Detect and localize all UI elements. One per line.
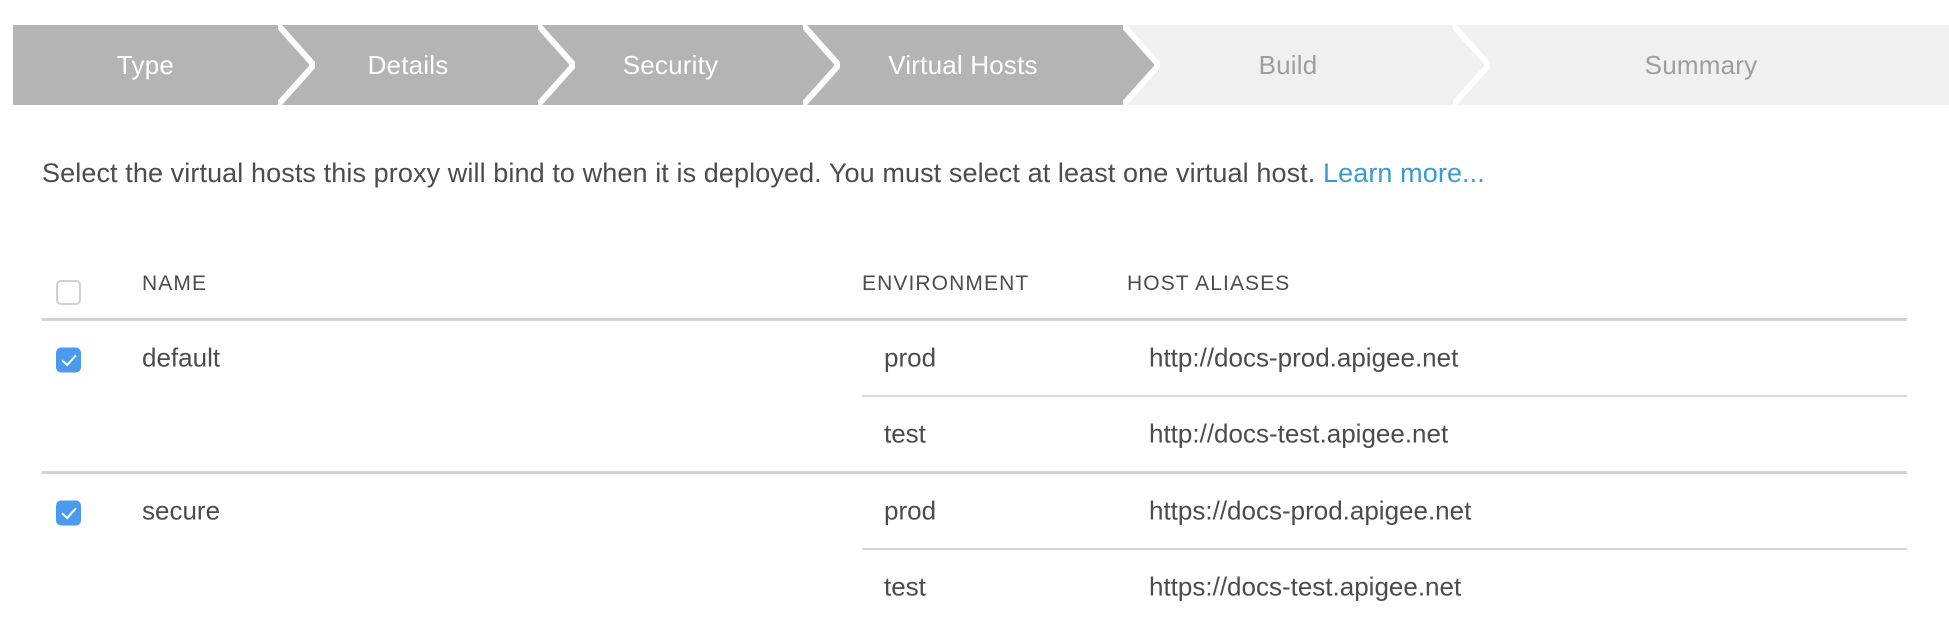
wizard-step-security[interactable]: Security — [538, 25, 840, 105]
wizard-step-virtual-hosts[interactable]: Virtual Hosts — [803, 25, 1160, 105]
column-header-name: NAME — [142, 272, 208, 295]
row-checkbox[interactable] — [56, 500, 81, 526]
table-row[interactable]: test http://docs-test.apigee.net — [42, 397, 1907, 471]
table-row[interactable]: secure prod https://docs-prod.apigee.net — [42, 474, 1907, 548]
host-alias-value: http://docs-test.apigee.net — [1149, 418, 1449, 449]
page-description: Select the virtual hosts this proxy will… — [42, 158, 1485, 189]
host-alias-value: https://docs-test.apigee.net — [1149, 571, 1462, 602]
wizard-step-label: Details — [367, 49, 449, 80]
virtual-host-name: secure — [142, 495, 221, 526]
wizard-step-label: Build — [1258, 49, 1318, 80]
table-row[interactable]: test https://docs-test.apigee.net — [42, 550, 1907, 624]
host-alias-value: https://docs-prod.apigee.net — [1149, 495, 1472, 526]
row-checkbox-wrapper[interactable] — [56, 343, 81, 374]
column-header-host-aliases: HOST ALIASES — [1127, 272, 1291, 295]
group-divider — [42, 471, 1907, 474]
row-checkbox[interactable] — [56, 347, 81, 373]
table-header-row: NAME ENVIRONMENT HOST ALIASES — [42, 272, 1907, 318]
virtual-host-group: secure prod https://docs-prod.apigee.net… — [42, 474, 1907, 624]
virtual-host-name: default — [142, 342, 221, 373]
select-all-checkbox[interactable] — [56, 280, 81, 305]
column-header-environment: ENVIRONMENT — [862, 272, 1030, 295]
environment-value: test — [884, 418, 926, 449]
learn-more-link[interactable]: Learn more... — [1322, 158, 1485, 188]
virtual-hosts-table: NAME ENVIRONMENT HOST ALIASES default pr… — [42, 272, 1907, 624]
host-alias-value: http://docs-prod.apigee.net — [1149, 342, 1459, 373]
environment-value: test — [884, 571, 926, 602]
row-divider — [862, 548, 1907, 550]
environment-value: prod — [884, 495, 937, 526]
row-checkbox-wrapper[interactable] — [56, 496, 81, 527]
environment-value: prod — [884, 342, 937, 373]
table-row[interactable]: default prod http://docs-prod.apigee.net — [42, 321, 1907, 395]
wizard-step-label: Summary — [1644, 49, 1758, 80]
select-all-checkbox-wrapper[interactable] — [56, 280, 81, 305]
description-text: Select the virtual hosts this proxy will… — [42, 158, 1323, 188]
wizard-step-build[interactable]: Build — [1123, 25, 1490, 105]
wizard-step-label: Virtual Hosts — [888, 49, 1038, 80]
wizard-step-summary[interactable]: Summary — [1453, 25, 1949, 105]
wizard-step-label: Security — [622, 49, 719, 80]
row-divider — [862, 395, 1907, 397]
wizard-step-type[interactable]: Type — [13, 25, 315, 105]
virtual-host-group: default prod http://docs-prod.apigee.net… — [42, 321, 1907, 471]
header-divider — [42, 318, 1907, 321]
wizard-step-label: Type — [116, 49, 175, 80]
wizard-step-details[interactable]: Details — [278, 25, 575, 105]
wizard-step-bar: Type Details Security Virtual Hosts Buil… — [13, 25, 1949, 105]
